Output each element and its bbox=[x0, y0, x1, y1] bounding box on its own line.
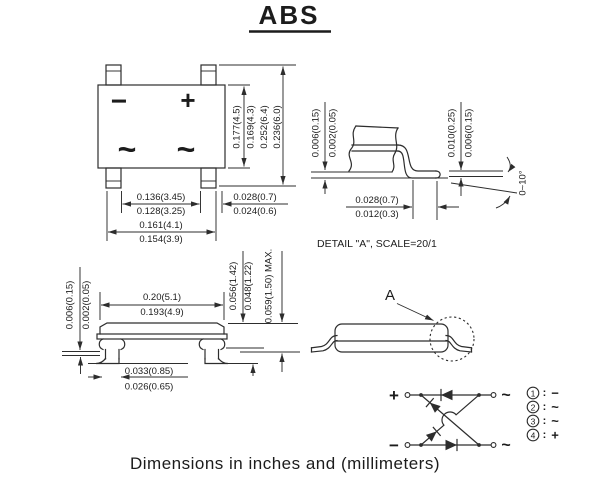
body-length-max-label: 0.20(5.1) bbox=[143, 292, 181, 303]
package-side-view: 0.006(0.15) 0.002(0.05) 0.20(5.1) 0.193(… bbox=[62, 249, 300, 393]
body-height-min-label: 0.169(4.3) bbox=[246, 105, 257, 148]
pin-legend-separator: : bbox=[543, 429, 547, 441]
side-view-length-dimension: 0.20(5.1) 0.193(4.9) bbox=[99, 292, 225, 320]
foot-length-max-label: 0.028(0.7) bbox=[355, 195, 398, 206]
side-view-standoff-dimension: 0.006(0.15) 0.002(0.05) bbox=[62, 267, 100, 374]
pin-3-number: 3 bbox=[531, 416, 536, 426]
lead-angle-label: 0~10° bbox=[518, 170, 529, 195]
detail-a-callout-label: A bbox=[385, 287, 395, 304]
units-caption: Dimensions in inches and (millimeters) bbox=[130, 454, 440, 473]
terminal-ac-bottom-label: ~ bbox=[501, 437, 510, 454]
package-top-view: − + ~ ~ 0.177(4.5) 0.169(4.3) 0.252(6.4)… bbox=[97, 64, 296, 245]
pin-2-polarity: ~ bbox=[551, 400, 559, 415]
bridge-rectifier-schematic: + − ~ ~ bbox=[389, 386, 559, 456]
detail-a-foot-dimension: 0.028(0.7) 0.012(0.3) bbox=[346, 180, 459, 220]
package-perspective-view: A bbox=[310, 287, 475, 362]
side-view-height-dimensions: 0.056(1.42) 0.048(1.22) 0.059(1.50) MAX. bbox=[226, 249, 300, 376]
diode-top bbox=[440, 388, 453, 402]
pin-legend-row-1: 1 : − bbox=[526, 386, 559, 401]
lead-width-max-label: 0.033(0.85) bbox=[125, 366, 174, 377]
body-height-max-label: 0.177(4.5) bbox=[232, 105, 243, 148]
pin-3-polarity: ~ bbox=[551, 414, 559, 429]
pin-span-inner-min-label: 0.128(3.25) bbox=[137, 206, 186, 217]
pin-2-number: 2 bbox=[531, 402, 536, 412]
pin-1-polarity: − bbox=[551, 386, 559, 401]
lead-width-min-label: 0.026(0.65) bbox=[125, 382, 174, 393]
detail-a-callout-circle bbox=[429, 316, 475, 362]
page-title: ABS bbox=[259, 0, 320, 30]
side-standoff-min-label: 0.002(0.05) bbox=[81, 281, 92, 330]
side-body-height-max-label: 0.056(1.42) bbox=[228, 262, 239, 311]
pin-width-max-label: 0.028(0.7) bbox=[233, 192, 276, 203]
side-body-height-min-label: 0.048(1.22) bbox=[243, 262, 254, 311]
pin-legend-row-3: 3 : ~ bbox=[526, 414, 559, 429]
overall-height-min-label: 0.236(6.0) bbox=[272, 105, 283, 148]
detail-a-thickness-dimension: 0.010(0.25) 0.006(0.15) 0~10° bbox=[447, 102, 529, 209]
pin-width-min-label: 0.024(0.6) bbox=[233, 206, 276, 217]
top-view-height-dimensions: 0.177(4.5) 0.169(4.3) 0.252(6.4) 0.236(6… bbox=[219, 64, 296, 187]
pin-legend: 1 : − 2 : ~ 3 : ~ 4 : + bbox=[526, 386, 559, 443]
pin-legend-row-2: 2 : ~ bbox=[526, 400, 559, 415]
pin-span-outer-min-label: 0.154(3.9) bbox=[139, 234, 182, 245]
pin-1-number: 1 bbox=[531, 388, 536, 398]
side-view-lead-width-dimension: 0.033(0.85) 0.026(0.65) bbox=[88, 363, 188, 393]
body-length-min-label: 0.193(4.9) bbox=[140, 307, 183, 318]
side-standoff-max-label: 0.006(0.15) bbox=[65, 281, 76, 330]
pin-legend-separator: : bbox=[543, 387, 547, 399]
overall-height-max-label: 0.252(6.4) bbox=[259, 105, 270, 148]
pin-legend-row-4: 4 : + bbox=[526, 428, 559, 443]
detail-a-standoff-dimension: 0.006(0.15) 0.002(0.05) bbox=[311, 102, 339, 194]
pin-4-number: 4 bbox=[531, 430, 536, 440]
polarity-minus-mark: − bbox=[111, 86, 127, 117]
terminal-plus-label: + bbox=[389, 386, 399, 405]
detail-a-caption: DETAIL "A", SCALE=20/1 bbox=[317, 238, 437, 250]
polarity-ac-left-mark: ~ bbox=[118, 131, 137, 167]
title-block: ABS bbox=[249, 0, 331, 33]
detail-standoff-min-label: 0.002(0.05) bbox=[328, 109, 339, 158]
detail-a-view: 0.006(0.15) 0.002(0.05) 0.010(0.25) 0.00… bbox=[311, 102, 529, 250]
pin-span-outer-max-label: 0.161(4.1) bbox=[139, 220, 182, 231]
pin-span-inner-max-label: 0.136(3.45) bbox=[137, 192, 186, 203]
diode-bottom bbox=[445, 438, 458, 452]
terminal-minus-label: − bbox=[389, 436, 399, 455]
lead-thickness-max-label: 0.010(0.25) bbox=[447, 109, 458, 158]
polarity-ac-right-mark: ~ bbox=[177, 131, 196, 167]
top-view-width-dimensions: 0.136(3.45) 0.128(3.25) 0.161(4.1) 0.154… bbox=[106, 191, 288, 245]
detail-standoff-max-label: 0.006(0.15) bbox=[311, 109, 322, 158]
terminal-ac-top-label: ~ bbox=[501, 387, 510, 404]
diode-diagonal-lower bbox=[425, 426, 442, 442]
foot-length-min-label: 0.012(0.3) bbox=[355, 209, 398, 220]
pin-legend-separator: : bbox=[543, 415, 547, 427]
diode-diagonal-upper bbox=[425, 397, 441, 413]
polarity-plus-mark: + bbox=[180, 85, 195, 115]
side-overall-height-label: 0.059(1.50) MAX. bbox=[264, 249, 275, 323]
pin-4-polarity: + bbox=[551, 428, 559, 443]
lead-thickness-min-label: 0.006(0.15) bbox=[464, 109, 475, 158]
pin-legend-separator: : bbox=[543, 401, 547, 413]
